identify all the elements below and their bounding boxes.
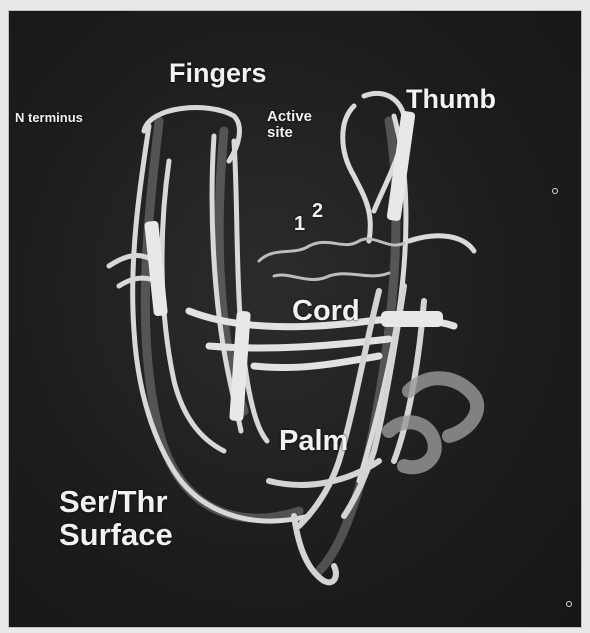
site-two-label: 2 bbox=[312, 201, 323, 222]
thumb-strand bbox=[343, 106, 371, 241]
fingers-label: Fingers bbox=[169, 59, 267, 87]
palm-label: Palm bbox=[279, 426, 348, 456]
cord-label: Cord bbox=[292, 296, 360, 326]
active-site-label-line2: site bbox=[267, 125, 312, 141]
protein-ribbon-image: Fingers N terminus Active site Thumb 1 2… bbox=[8, 10, 582, 628]
n-terminus-label: N terminus bbox=[15, 111, 83, 125]
helix-block bbox=[381, 311, 443, 327]
active-site-chain bbox=[274, 273, 389, 280]
active-site-chain bbox=[259, 239, 404, 261]
speck-dot bbox=[566, 601, 572, 607]
ser-thr-label-line2: Surface bbox=[59, 519, 173, 552]
active-site-label-line1: Active bbox=[267, 109, 312, 125]
thumb-label: Thumb bbox=[406, 85, 496, 113]
thumb-tail bbox=[409, 236, 474, 251]
left-inner-strand bbox=[162, 161, 224, 451]
active-site-label: Active site bbox=[267, 109, 312, 141]
ser-thr-label-line1: Ser/Thr bbox=[59, 486, 173, 519]
speck-dot bbox=[552, 188, 558, 194]
ser-thr-surface-label: Ser/Thr Surface bbox=[59, 486, 173, 551]
site-one-label: 1 bbox=[294, 214, 305, 235]
